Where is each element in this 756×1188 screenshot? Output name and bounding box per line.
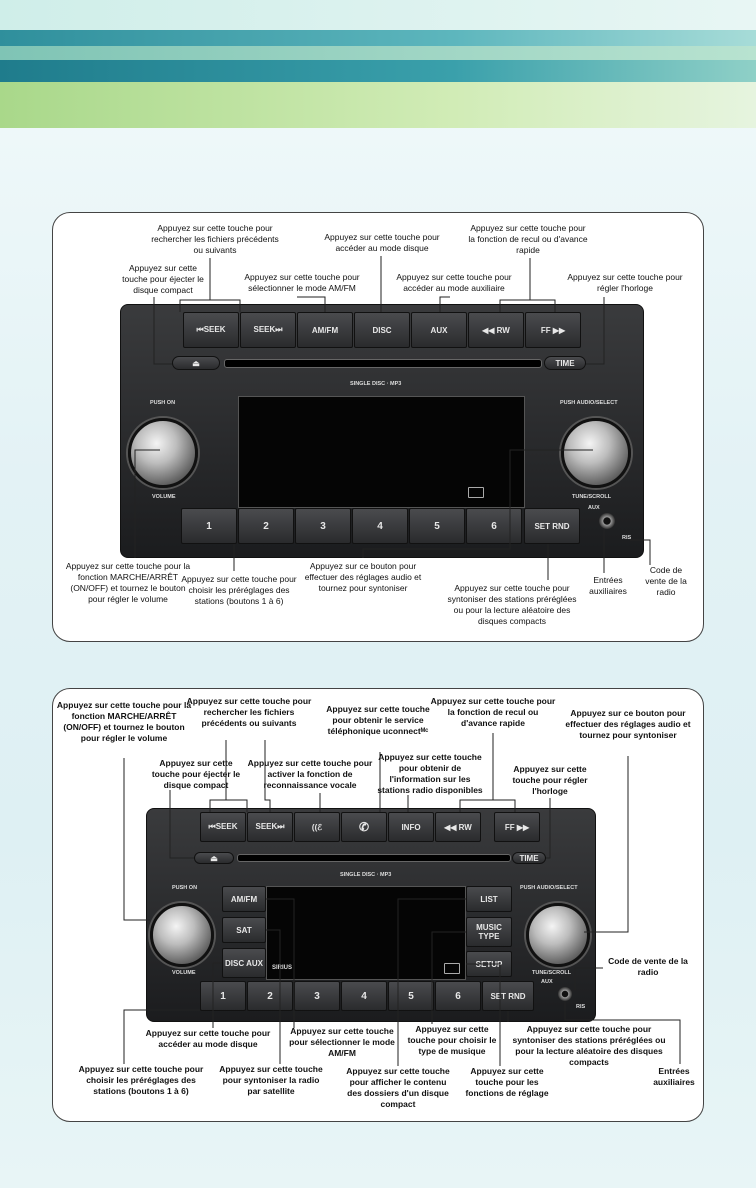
preset-6-button[interactable]: 6: [466, 508, 522, 544]
sirius-logo: SIRIUS: [272, 965, 293, 971]
single-disc-label: SINGLE DISC · MP3: [350, 381, 402, 387]
callout-info: Appuyez sur cette touche pour obtenir de…: [377, 752, 483, 795]
aux-jack-label: AUX: [588, 505, 600, 511]
aux-input-jack[interactable]: [599, 513, 615, 529]
preset-4-button[interactable]: 4: [341, 981, 387, 1011]
callout-rwff: Appuyez sur cette touche pour la fonctio…: [468, 223, 588, 255]
sat-button[interactable]: SAT: [222, 917, 266, 943]
callout-tune: Appuyez sur ce bouton pour effectuer des…: [565, 708, 691, 740]
list-button[interactable]: LIST: [466, 886, 512, 912]
tune-knob[interactable]: [561, 418, 631, 488]
callout-amfm: Appuyez sur cette touche pour sélectionn…: [244, 272, 360, 293]
callout-tune: Appuyez sur ce bouton pour effectuer des…: [304, 561, 422, 593]
cd-indicator-icon: [468, 487, 484, 498]
aux-button[interactable]: AUX: [411, 312, 467, 348]
preset-5-button[interactable]: 5: [388, 981, 434, 1011]
callout-list: Appuyez sur cette touche pour afficher l…: [346, 1066, 450, 1109]
amfm-button[interactable]: AM/FM: [222, 886, 266, 912]
fast-forward-button[interactable]: FF ▶▶: [494, 812, 540, 842]
callout-ris: Code de vente de la radio: [608, 956, 688, 977]
ris-label: RIS: [622, 535, 632, 541]
cd-indicator-icon: [444, 963, 460, 974]
single-disc-label: SINGLE DISC · MP3: [340, 872, 392, 878]
time-button[interactable]: TIME: [544, 356, 586, 370]
callout-aux-jack: Entrées auxiliaires: [653, 1066, 695, 1087]
preset-1-button[interactable]: 1: [181, 508, 237, 544]
callout-music-type: Appuyez sur cette touche pour choisir le…: [407, 1024, 497, 1056]
amfm-button[interactable]: AM/FM: [297, 312, 353, 348]
callout-disc-aux: Appuyez sur cette touche pour accéder au…: [145, 1028, 271, 1049]
callout-seek: Appuyez sur cette touche pour rechercher…: [186, 696, 312, 728]
callout-disc: Appuyez sur cette touche pour accéder au…: [324, 232, 440, 253]
preset-6-button[interactable]: 6: [435, 981, 481, 1011]
time-button[interactable]: TIME: [512, 852, 546, 864]
preset-3-button[interactable]: 3: [294, 981, 340, 1011]
seek-forward-button[interactable]: SEEK⏭: [247, 812, 293, 842]
setup-button[interactable]: SETUP: [466, 951, 512, 977]
preset-5-button[interactable]: 5: [409, 508, 465, 544]
push-audio-label: PUSH AUDIO/SELECT: [520, 885, 578, 891]
push-on-label: PUSH ON: [172, 885, 198, 891]
preset-2-button[interactable]: 2: [247, 981, 293, 1011]
preset-3-button[interactable]: 3: [295, 508, 351, 544]
push-audio-label: PUSH AUDIO/SELECT: [560, 400, 618, 406]
callout-volume: Appuyez sur cette touche pour la fonctio…: [56, 700, 192, 743]
voice-recognition-button[interactable]: ((ℰ: [294, 812, 340, 842]
callout-presets: Appuyez sur cette touche pour choisir le…: [78, 1064, 204, 1096]
callout-aux-jack: Entrées auxiliaires: [589, 575, 627, 596]
tune-scroll-label: TUNE/SCROLL: [532, 970, 572, 976]
set-rnd-button[interactable]: SET RND: [482, 981, 534, 1011]
volume-label: VOLUME: [172, 970, 196, 976]
info-button[interactable]: INFO: [388, 812, 434, 842]
preset-2-button[interactable]: 2: [238, 508, 294, 544]
volume-knob[interactable]: [128, 418, 198, 488]
volume-knob[interactable]: [150, 903, 214, 967]
cd-slot: [237, 854, 511, 862]
tune-scroll-label: TUNE/SCROLL: [572, 494, 612, 500]
preset-4-button[interactable]: 4: [352, 508, 408, 544]
callout-phone: Appuyez sur cette touche pour obtenir le…: [326, 704, 430, 736]
callout-time: Appuyez sur cette touche pour régler l'h…: [512, 764, 588, 796]
callout-setrnd: Appuyez sur cette touche pour syntoniser…: [512, 1024, 666, 1067]
callout-volume: Appuyez sur cette touche pour la fonctio…: [65, 561, 191, 604]
header-banner: [0, 0, 756, 128]
callout-eject: Appuyez sur cette touche pour éjecter le…: [122, 263, 204, 295]
set-rnd-button[interactable]: SET RND: [524, 508, 580, 544]
rewind-button[interactable]: ◀◀ RW: [468, 312, 524, 348]
ris-label: RIS: [576, 1004, 586, 1010]
aux-input-jack[interactable]: [558, 987, 572, 1001]
callout-presets: Appuyez sur cette touche pour choisir le…: [181, 574, 297, 606]
aux-jack-label: AUX: [541, 979, 553, 985]
display-screen: [266, 886, 466, 980]
callout-aux: Appuyez sur cette touche pour accéder au…: [396, 272, 512, 293]
callout-ris: Code de vente de la radio: [645, 565, 687, 597]
disc-aux-button[interactable]: DISC AUX: [222, 948, 266, 978]
callout-rwff: Appuyez sur cette touche pour la fonctio…: [430, 696, 556, 728]
preset-1-button[interactable]: 1: [200, 981, 246, 1011]
disc-button[interactable]: DISC: [354, 312, 410, 348]
volume-label: VOLUME: [152, 494, 176, 500]
callout-setrnd: Appuyez sur cette touche pour syntoniser…: [447, 583, 577, 626]
callout-sat: Appuyez sur cette touche pour syntoniser…: [219, 1064, 323, 1096]
phone-button[interactable]: ✆: [341, 812, 387, 842]
tune-knob[interactable]: [526, 903, 590, 967]
fast-forward-button[interactable]: FF ▶▶: [525, 312, 581, 348]
callout-voice: Appuyez sur cette touche pour activer la…: [247, 758, 373, 790]
callout-time: Appuyez sur cette touche pour régler l'h…: [567, 272, 683, 293]
music-type-button[interactable]: MUSIC TYPE: [466, 917, 512, 947]
rewind-button[interactable]: ◀◀ RW: [435, 812, 481, 842]
seek-back-button[interactable]: ⏮SEEK: [200, 812, 246, 842]
seek-forward-button[interactable]: SEEK⏭: [240, 312, 296, 348]
eject-button[interactable]: ⏏: [172, 356, 220, 370]
callout-setup: Appuyez sur cette touche pour les foncti…: [465, 1066, 549, 1098]
eject-button[interactable]: ⏏: [194, 852, 234, 864]
callout-eject: Appuyez sur cette touche pour éjecter le…: [151, 758, 241, 790]
callout-amfm: Appuyez sur cette touche pour sélectionn…: [289, 1026, 395, 1058]
cd-slot: [224, 359, 542, 368]
callout-seek: Appuyez sur cette touche pour rechercher…: [151, 223, 279, 255]
seek-back-button[interactable]: ⏮SEEK: [183, 312, 239, 348]
push-on-label: PUSH ON: [150, 400, 176, 406]
